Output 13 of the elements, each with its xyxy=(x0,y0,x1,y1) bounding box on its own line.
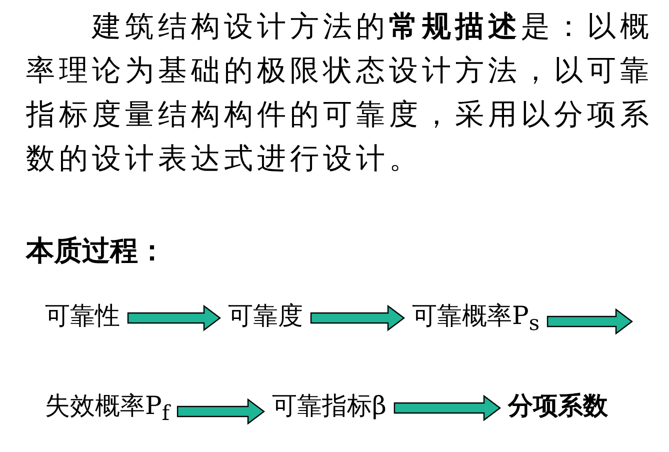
block-arrow xyxy=(394,394,501,422)
description-paragraph: 建筑结构设计方法的常规描述是：以概率理论为基础的极限状态设计方法，以可靠指标度量结构构件的可靠度，采用以分项系数的设计表达式进行设计。 xyxy=(26,8,654,177)
block-arrow xyxy=(546,308,633,335)
section-heading: 本质过程： xyxy=(26,233,166,269)
block-arrow xyxy=(310,304,405,332)
block-arrow xyxy=(176,398,265,425)
flow-step-text: 分项系数 xyxy=(508,388,608,424)
flow-step-text: 可靠指标β xyxy=(272,388,386,424)
block-arrow xyxy=(127,304,221,332)
flow-step-text: 可靠概率P$_{s}$ xyxy=(412,298,540,341)
flow-step-text: 可靠度 xyxy=(228,298,303,334)
flow-step-text: 可靠性 xyxy=(45,298,120,334)
flow-step-text: 失效概率P$_{f}$ xyxy=(45,388,170,431)
